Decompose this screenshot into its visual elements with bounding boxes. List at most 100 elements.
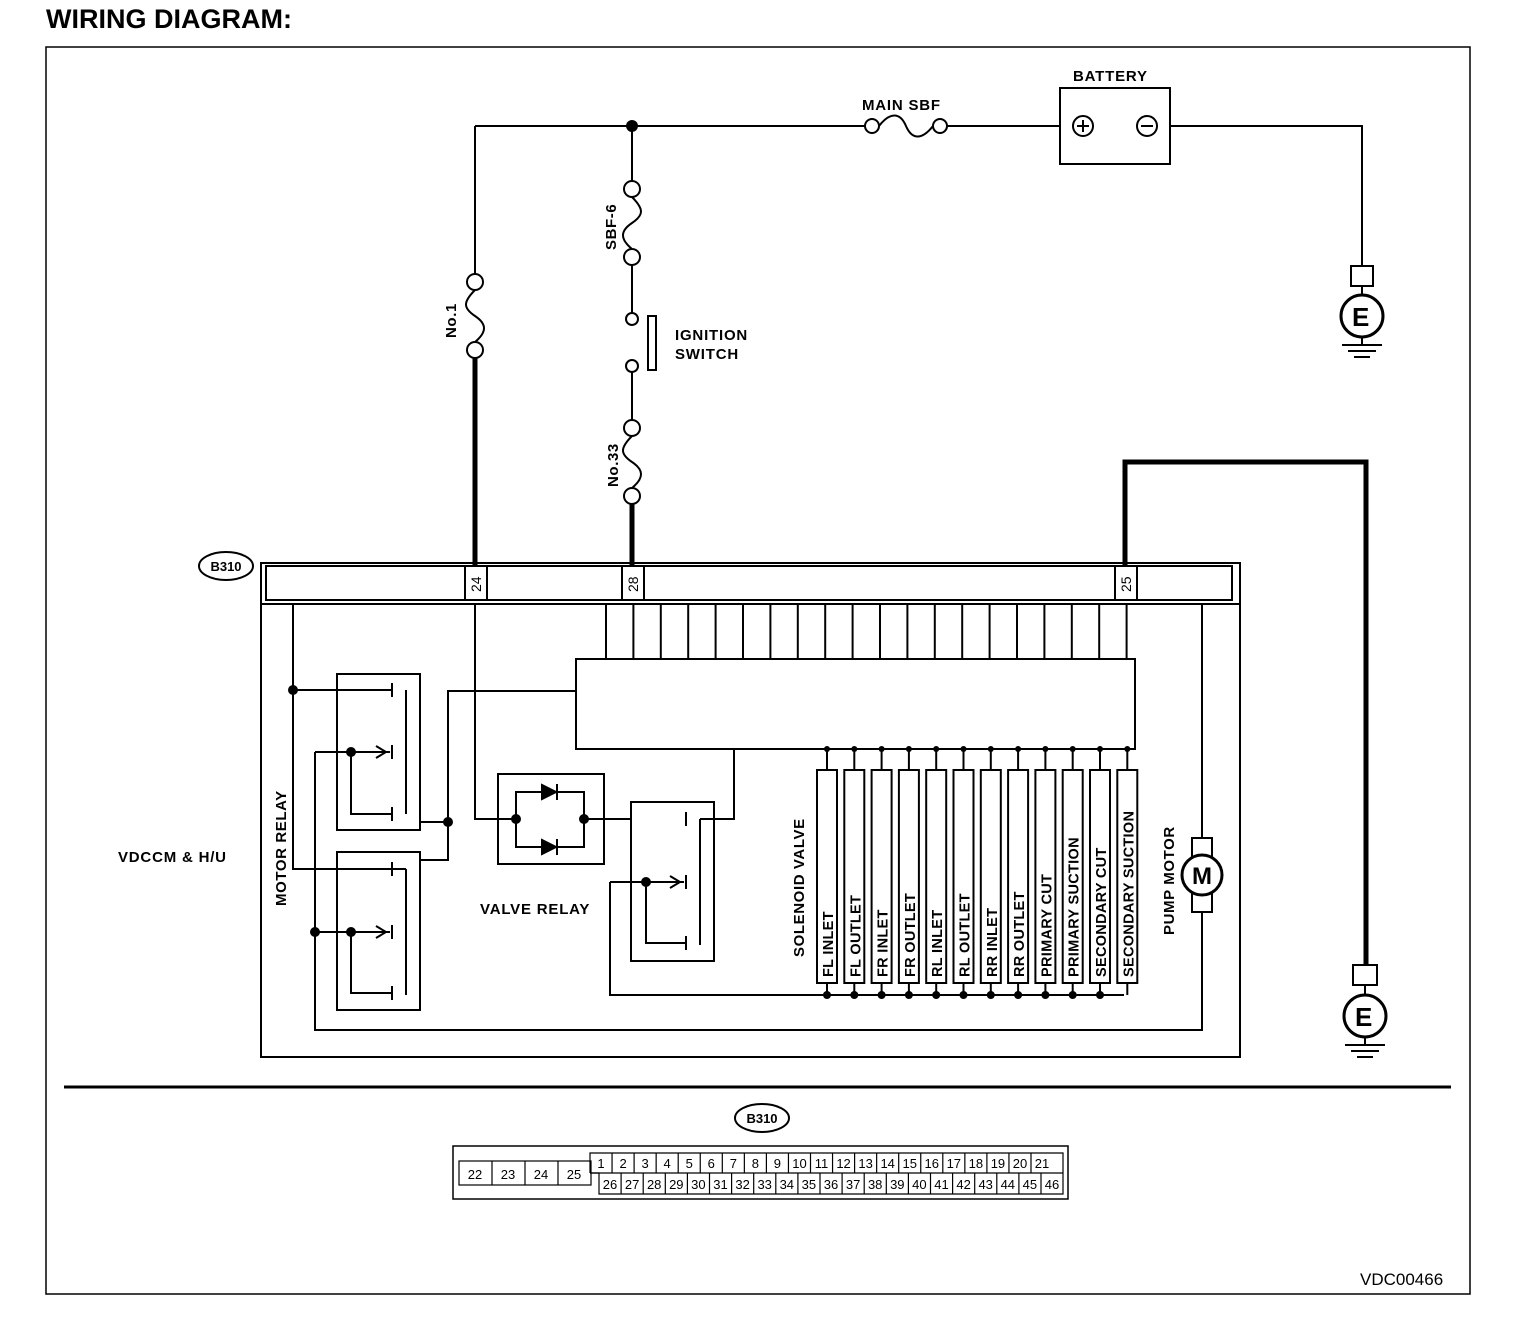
junction-dot — [346, 747, 356, 757]
connector-pin-label: 7 — [730, 1156, 737, 1171]
solenoid-label: FL OUTLET — [848, 895, 864, 977]
diode-lower-icon — [541, 838, 559, 856]
diagram-code: VDC00466 — [1360, 1270, 1443, 1289]
connector-pin-label: 25 — [567, 1167, 581, 1182]
connector-pin-label: 8 — [752, 1156, 759, 1171]
solenoid-fr-inlet: FR INLET — [870, 749, 893, 995]
connector-pin-label: 18 — [969, 1156, 983, 1171]
connector-tag-b310-legend: B310 — [734, 1103, 790, 1133]
connector-b310-view — [452, 1145, 1069, 1200]
connector-pin-label: 5 — [686, 1156, 693, 1171]
connector-pin-label: 21 — [1035, 1156, 1049, 1171]
svg-text:B310: B310 — [746, 1111, 777, 1126]
connector-pin-label: 16 — [925, 1156, 939, 1171]
ground-symbol-bottom — [1342, 964, 1388, 1058]
connector-pin-label: 9 — [774, 1156, 781, 1171]
solenoid-label: PRIMARY SUCTION — [1067, 837, 1083, 977]
solenoid-label: RL INLET — [930, 910, 946, 977]
battery-label: BATTERY — [1073, 68, 1148, 85]
connector-pin-label: 31 — [713, 1177, 727, 1192]
connector-pin-label: 11 — [815, 1156, 829, 1171]
connector-pin-label: 46 — [1045, 1177, 1059, 1192]
junction-dot — [346, 927, 356, 937]
junction-dot — [288, 685, 298, 695]
connector-pin-label: 15 — [902, 1156, 916, 1171]
valve-relay — [610, 801, 715, 962]
connector-pin-label: 12 — [836, 1156, 850, 1171]
solenoid-fl-outlet: FL OUTLET — [843, 749, 866, 995]
ignition-label-2: SWITCH — [675, 346, 739, 363]
no1-label: No.1 — [443, 303, 460, 338]
motor-relay-1 — [315, 673, 421, 831]
connector-pin-label: 36 — [824, 1177, 838, 1192]
connector-pin-label: 44 — [1001, 1177, 1015, 1192]
connector-pin-label: 1 — [597, 1156, 604, 1171]
ground-label-top: E — [1352, 302, 1369, 332]
connector-pin-label: 10 — [792, 1156, 806, 1171]
vdccm-module-box — [260, 562, 1241, 1058]
pump-motor-label: PUMP MOTOR — [1161, 826, 1178, 935]
page-title: WIRING DIAGRAM: — [46, 4, 292, 34]
connector-strip — [265, 565, 1233, 601]
connector-pin-label: 45 — [1023, 1177, 1037, 1192]
motor-relay-2 — [315, 851, 421, 1011]
motor-symbol-label: M — [1192, 863, 1212, 890]
connector-pin-label: 35 — [802, 1177, 816, 1192]
connector-pin-label: 39 — [890, 1177, 904, 1192]
connector-pin-label: 4 — [664, 1156, 671, 1171]
connector-pin-label: 26 — [603, 1177, 617, 1192]
connector-pin-label: 3 — [642, 1156, 649, 1171]
sbf6-label: SBF-6 — [603, 204, 620, 250]
solenoid-label: FL INLET — [821, 911, 837, 977]
connector-pin-label: 23 — [501, 1167, 515, 1182]
vdccm-label: VDCCM & H/U — [118, 849, 227, 866]
junction-dot — [579, 814, 589, 824]
connector-pin-label: 6 — [708, 1156, 715, 1171]
fuse-sbf6 — [622, 180, 642, 266]
connector-pin-label: 38 — [868, 1177, 882, 1192]
connector-pin-label: 24 — [534, 1167, 548, 1182]
solenoid-label: RL OUTLET — [958, 893, 974, 977]
connector-pin-label: 27 — [625, 1177, 639, 1192]
connector-pin-label: 29 — [669, 1177, 683, 1192]
solenoid-valve-label: SOLENOID VALVE — [791, 818, 808, 957]
solenoid-label: FR INLET — [876, 909, 892, 977]
ignition-label-1: IGNITION — [675, 327, 748, 344]
connector-pin-label: 34 — [780, 1177, 794, 1192]
junction-dot — [443, 817, 453, 827]
solenoid-label: FR OUTLET — [903, 893, 919, 977]
connector-pin-label: 42 — [956, 1177, 970, 1192]
connector-pin-label: 30 — [691, 1177, 705, 1192]
svg-text:B310: B310 — [210, 559, 241, 574]
connector-pin-label: 33 — [757, 1177, 771, 1192]
solenoid-fl-inlet: FL INLET — [816, 749, 838, 995]
solenoid-secondary-suction: SECONDARY SUCTION — [1116, 749, 1139, 995]
connector-pin-label: 32 — [735, 1177, 749, 1192]
main-sbf-label: MAIN SBF — [862, 97, 941, 114]
connector-pin-label: 20 — [1013, 1156, 1027, 1171]
valve-relay-label: VALVE RELAY — [480, 901, 590, 918]
fuse-no33 — [622, 419, 642, 505]
solenoid-rr-inlet: RR INLET — [979, 749, 1002, 995]
ground-symbol-top — [1339, 265, 1385, 358]
connector-pin-label: 22 — [468, 1167, 482, 1182]
solenoid-label: PRIMARY CUT — [1039, 874, 1055, 977]
solenoid-primary-suction: PRIMARY SUCTION — [1061, 749, 1084, 995]
connector-pin-label: 40 — [912, 1177, 926, 1192]
pin-25-label: 25 — [1118, 576, 1134, 592]
solenoid-rr-outlet: RR OUTLET — [1007, 749, 1030, 995]
main-sbf-fuse — [864, 114, 948, 138]
no33-label: No.33 — [605, 443, 622, 487]
control-unit-block — [575, 658, 1136, 750]
connector-pin-label: 43 — [978, 1177, 992, 1192]
solenoid-label: SECONDARY SUCTION — [1121, 811, 1137, 977]
solenoid-secondary-cut: SECONDARY CUT — [1089, 749, 1111, 995]
connector-pin-label: 37 — [846, 1177, 860, 1192]
solenoid-label: RR OUTLET — [1012, 891, 1028, 977]
solenoid-rl-inlet: RL INLET — [925, 749, 948, 995]
connector-pin-label: 41 — [934, 1177, 948, 1192]
junction-dot — [626, 120, 638, 132]
diode-upper-icon — [541, 783, 559, 801]
connector-pin-label: 13 — [858, 1156, 872, 1171]
solenoid-label: RR INLET — [985, 908, 1001, 977]
